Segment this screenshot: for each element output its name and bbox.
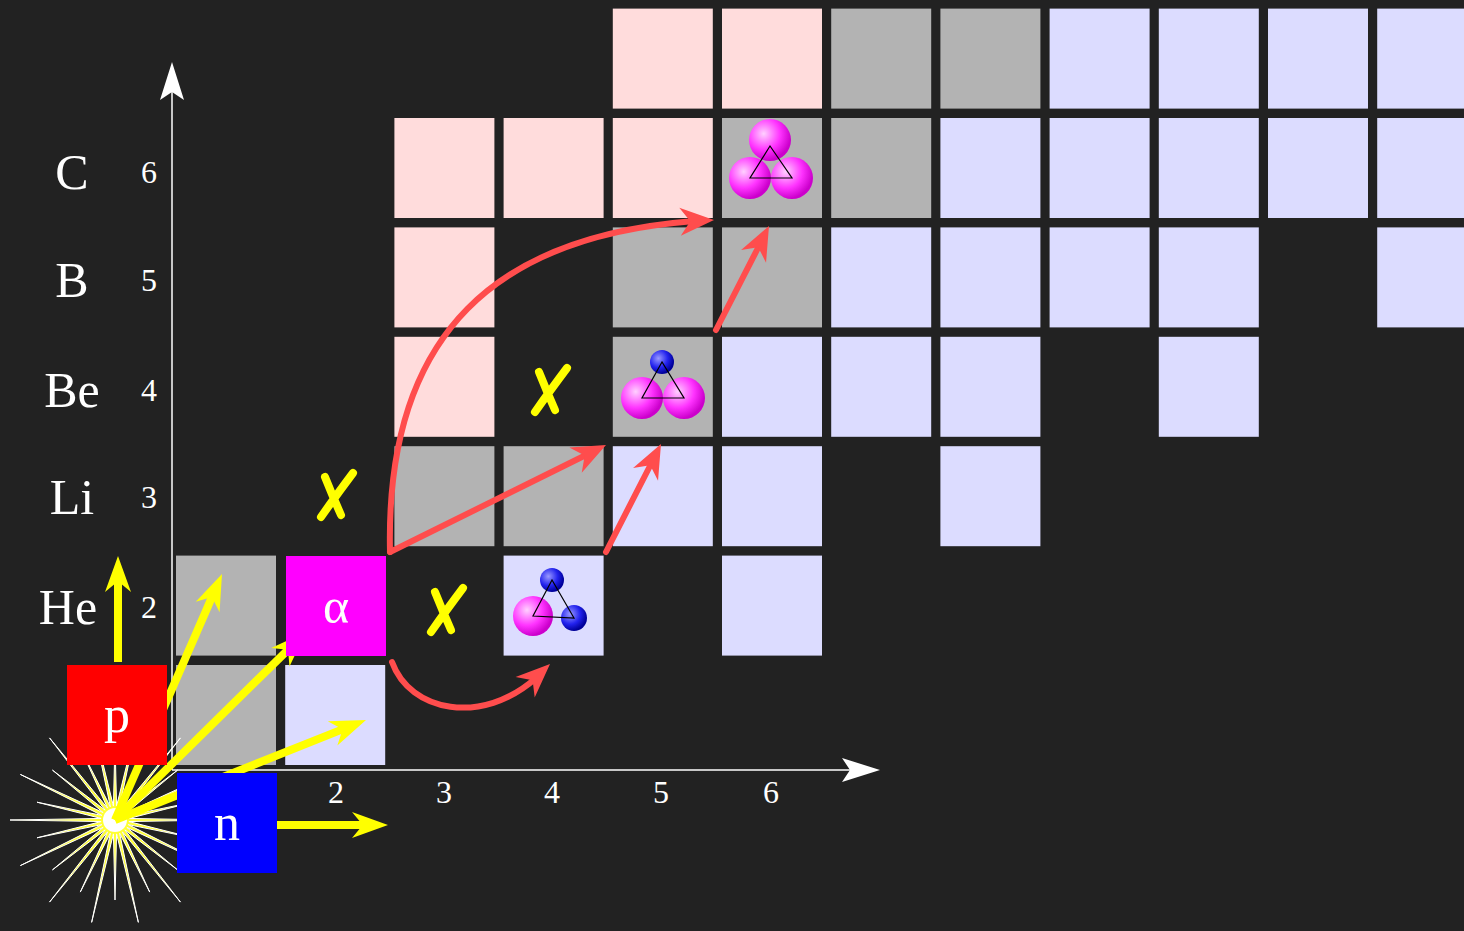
nuclide-cell [831, 9, 931, 109]
nuclide-cell [1377, 9, 1464, 109]
element-symbol: He [39, 582, 97, 632]
nuclide-cell [831, 118, 931, 218]
yellow-arrow [277, 821, 368, 829]
neutron-number: 3 [436, 776, 452, 808]
nuclide-cell [940, 337, 1040, 437]
neutron-number: 6 [763, 776, 779, 808]
cross-mark [535, 368, 567, 412]
element-symbol: C [55, 147, 88, 197]
proton-number: 5 [141, 264, 157, 296]
axis-arrowhead [842, 758, 880, 782]
cross-mark [431, 588, 463, 632]
nuclide-cell [1377, 227, 1464, 327]
neutron-number: 2 [328, 776, 344, 808]
nuclide-cell [722, 556, 822, 656]
nucleus-pictures [513, 119, 813, 636]
yellow-arrow [114, 576, 122, 662]
alpha-box: α [286, 556, 386, 656]
y-axis [171, 80, 173, 770]
nuclide-cell [722, 9, 822, 109]
neutron-box: n [177, 773, 277, 873]
red-arrow [716, 244, 760, 330]
nuclide-cell [1377, 118, 1464, 218]
yellow-arrowhead [105, 556, 131, 592]
nuclide-cell [613, 446, 713, 546]
proton-number: 3 [141, 481, 157, 513]
bond-triangle [642, 362, 684, 398]
nuclide-cells [176, 9, 1464, 765]
nuclide-cell [940, 446, 1040, 546]
nuclide-cell [394, 446, 494, 546]
nuclide-cell [1268, 9, 1368, 109]
red-arrowhead [741, 226, 769, 263]
nuclide-cell [1159, 337, 1259, 437]
nuclide-cell [613, 118, 713, 218]
proton-number: 6 [141, 156, 157, 188]
node-label: p [104, 689, 130, 741]
nuclide-cell [722, 446, 822, 546]
neutron-number: 4 [544, 776, 560, 808]
element-symbol: Be [44, 365, 100, 415]
yellow-arrowhead [328, 720, 366, 745]
nuclide-cell [394, 337, 494, 437]
x-axis [172, 769, 862, 771]
red-arrowhead [569, 445, 606, 473]
proton-number: 4 [141, 374, 157, 406]
proton-number: 2 [141, 591, 157, 623]
nuclide-cell [1268, 118, 1368, 218]
axis-arrowhead [160, 62, 184, 100]
nuclide-cell [1050, 227, 1150, 327]
nuclide-cell [394, 118, 494, 218]
nuclide-cell [1159, 9, 1259, 109]
node-label: α [323, 581, 349, 631]
nuclide-cell [504, 556, 604, 656]
nuclide-cell [940, 9, 1040, 109]
bond-triangle [750, 146, 792, 178]
nuclide-cell [1050, 118, 1150, 218]
nuclide-cell [940, 118, 1040, 218]
nuclide-cell [613, 337, 713, 437]
red-arrow [392, 662, 536, 708]
nuclide-cell [722, 337, 822, 437]
neutron-number: 5 [653, 776, 669, 808]
node-label: n [214, 797, 240, 849]
nuclide-cell [831, 337, 931, 437]
red-arrowhead [679, 208, 714, 236]
nuclide-cell [613, 9, 713, 109]
nuclide-cell [1050, 9, 1150, 109]
red-arrow [390, 454, 588, 552]
element-symbol: B [55, 255, 88, 305]
red-arrowhead [633, 444, 661, 481]
nuclide-cell [504, 118, 604, 218]
proton-box: p [67, 665, 167, 765]
yellow-arrowhead [352, 812, 388, 838]
nuclide-cell [940, 227, 1040, 327]
nuclide-cell [394, 227, 494, 327]
nuclide-cell [722, 118, 822, 218]
red-arrows [390, 208, 769, 708]
nuclide-cell [722, 227, 822, 327]
alpha-ball [749, 119, 791, 161]
nuclide-cell [613, 227, 713, 327]
bond-triangle [533, 580, 574, 618]
red-arrow [606, 462, 652, 552]
cross-mark [321, 473, 353, 517]
element-symbol: Li [50, 472, 94, 522]
nuclide-cell [831, 227, 931, 327]
yellow-arrowhead [196, 574, 222, 612]
nuclide-cell [1159, 118, 1259, 218]
red-arrow [390, 221, 694, 552]
red-arrowhead [516, 664, 550, 697]
nuclide-cell [1159, 227, 1259, 327]
